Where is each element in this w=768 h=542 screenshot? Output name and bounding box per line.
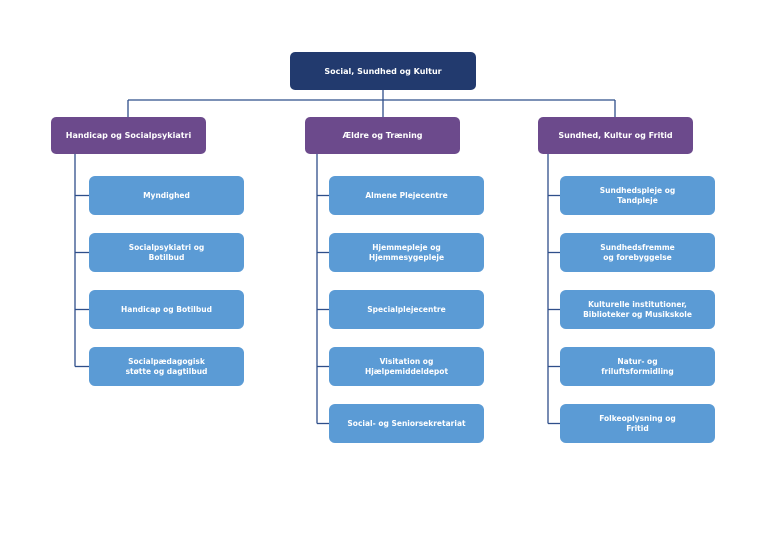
unit-box: Handicap og Botilbud	[89, 290, 244, 329]
unit-box: Myndighed	[89, 176, 244, 215]
unit-label: Myndighed	[143, 190, 190, 200]
unit-label: Almene Plejecentre	[365, 190, 448, 200]
unit-box: Social- og Seniorsekretariat	[329, 404, 484, 443]
unit-label: Handicap og Botilbud	[121, 304, 212, 314]
unit-label: Socialpædagogisk støtte og dagtilbud	[125, 356, 208, 376]
unit-box: Sundhedspleje og Tandpleje	[560, 176, 715, 215]
unit-label: Natur- og friluftsformidling	[601, 356, 674, 376]
unit-label: Kulturelle institutioner, Biblioteker og…	[583, 299, 692, 319]
unit-label: Social- og Seniorsekretariat	[347, 418, 466, 428]
unit-box: Kulturelle institutioner, Biblioteker og…	[560, 290, 715, 329]
root-node: Social, Sundhed og Kultur	[290, 52, 476, 90]
unit-label: Sundhedspleje og Tandpleje	[599, 185, 676, 205]
unit-label: Sundhedsfremme og forebyggelse	[600, 242, 675, 262]
unit-label: Folkeoplysning og Fritid	[599, 413, 676, 433]
unit-box: Folkeoplysning og Fritid	[560, 404, 715, 443]
department-label: Handicap og Socialpsykiatri	[65, 131, 192, 140]
department-handicap-socialpsykiatri: Handicap og Socialpsykiatri	[51, 117, 206, 154]
unit-box: Sundhedsfremme og forebyggelse	[560, 233, 715, 272]
unit-box: Natur- og friluftsformidling	[560, 347, 715, 386]
root-label: Social, Sundhed og Kultur	[324, 66, 442, 76]
unit-box: Hjemmepleje og Hjemmesygepleje	[329, 233, 484, 272]
department-label: Sundhed, Kultur og Fritid	[558, 131, 673, 140]
department-label: Ældre og Træning	[342, 131, 423, 140]
unit-box: Specialplejecentre	[329, 290, 484, 329]
unit-label: Specialplejecentre	[367, 304, 446, 314]
unit-label: Visitation og Hjælpemiddeldepot	[364, 356, 449, 376]
unit-box: Visitation og Hjælpemiddeldepot	[329, 347, 484, 386]
department-sundhed-kultur-fritid: Sundhed, Kultur og Fritid	[538, 117, 693, 154]
unit-label: Socialpsykiatri og Botilbud	[128, 242, 205, 262]
unit-box: Socialpædagogisk støtte og dagtilbud	[89, 347, 244, 386]
department-aeldre-traening: Ældre og Træning	[305, 117, 460, 154]
unit-box: Almene Plejecentre	[329, 176, 484, 215]
unit-box: Socialpsykiatri og Botilbud	[89, 233, 244, 272]
unit-label: Hjemmepleje og Hjemmesygepleje	[368, 242, 445, 262]
